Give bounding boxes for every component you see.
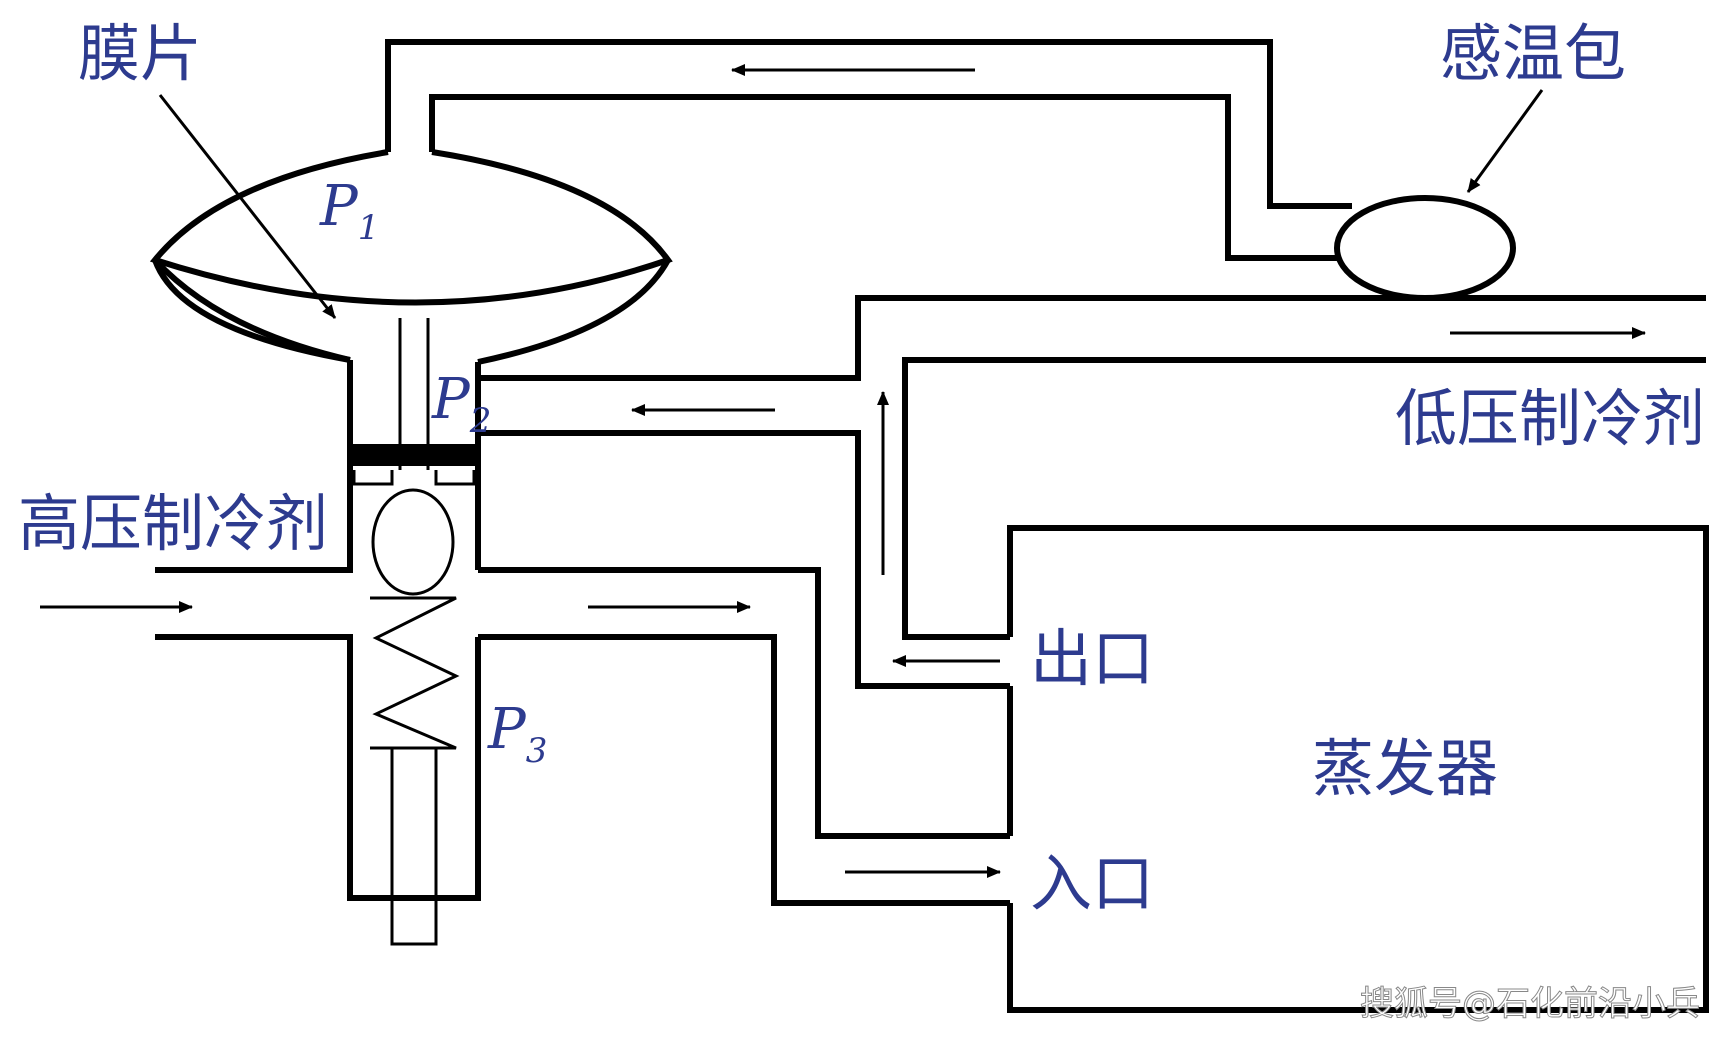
diaphragm-pointer [158, 94, 337, 319]
valve-ball [371, 488, 455, 596]
valve-body-left-lower-wall [155, 634, 481, 901]
diaphragm-chamber-bottom-left [152, 257, 351, 363]
valve-outlet-pipe-upper [478, 567, 1010, 839]
outlet-label: 出口 [1030, 622, 1154, 695]
p1-label: P1 [319, 174, 379, 248]
evaporator-box [1007, 525, 1709, 1013]
valve-seat-guide [352, 470, 476, 486]
evaporator-outlet-pipe [902, 357, 1706, 640]
inlet-label: 入口 [1030, 847, 1154, 920]
diaphragm-label: 膜片 [78, 17, 202, 90]
diaphragm-chamber-bottom-right [477, 258, 671, 365]
valve-spring [370, 596, 460, 750]
sensing-bulb-pointer [1466, 89, 1544, 193]
diaphragm-chamber-top [149, 149, 673, 306]
adjusting-screw [390, 746, 438, 946]
high-pressure-label: 高压制冷剂 [18, 487, 328, 560]
sensing-bulb [1334, 195, 1516, 301]
p3-label: P3 [487, 697, 547, 771]
valve-outlet-pipe-lower [478, 634, 1010, 906]
diaphragm-membrane [152, 258, 351, 363]
watermark: 搜狐号@石化前沿小兵 [1360, 984, 1700, 1024]
valve-seat-seal [350, 444, 478, 466]
equalizer-line-upper [478, 430, 1010, 689]
diaphragm-lower-to-suction [478, 295, 1706, 381]
evaporator-label: 蒸发器 [1312, 732, 1498, 805]
valve-body-left-wall [155, 360, 353, 573]
sensing-bulb-label: 感温包 [1440, 17, 1626, 90]
capillary-tube-outer [385, 39, 1352, 209]
capillary-tube-inner [429, 94, 1340, 261]
p2-label: P2 [431, 367, 491, 441]
low-pressure-label: 低压制冷剂 [1395, 382, 1705, 455]
